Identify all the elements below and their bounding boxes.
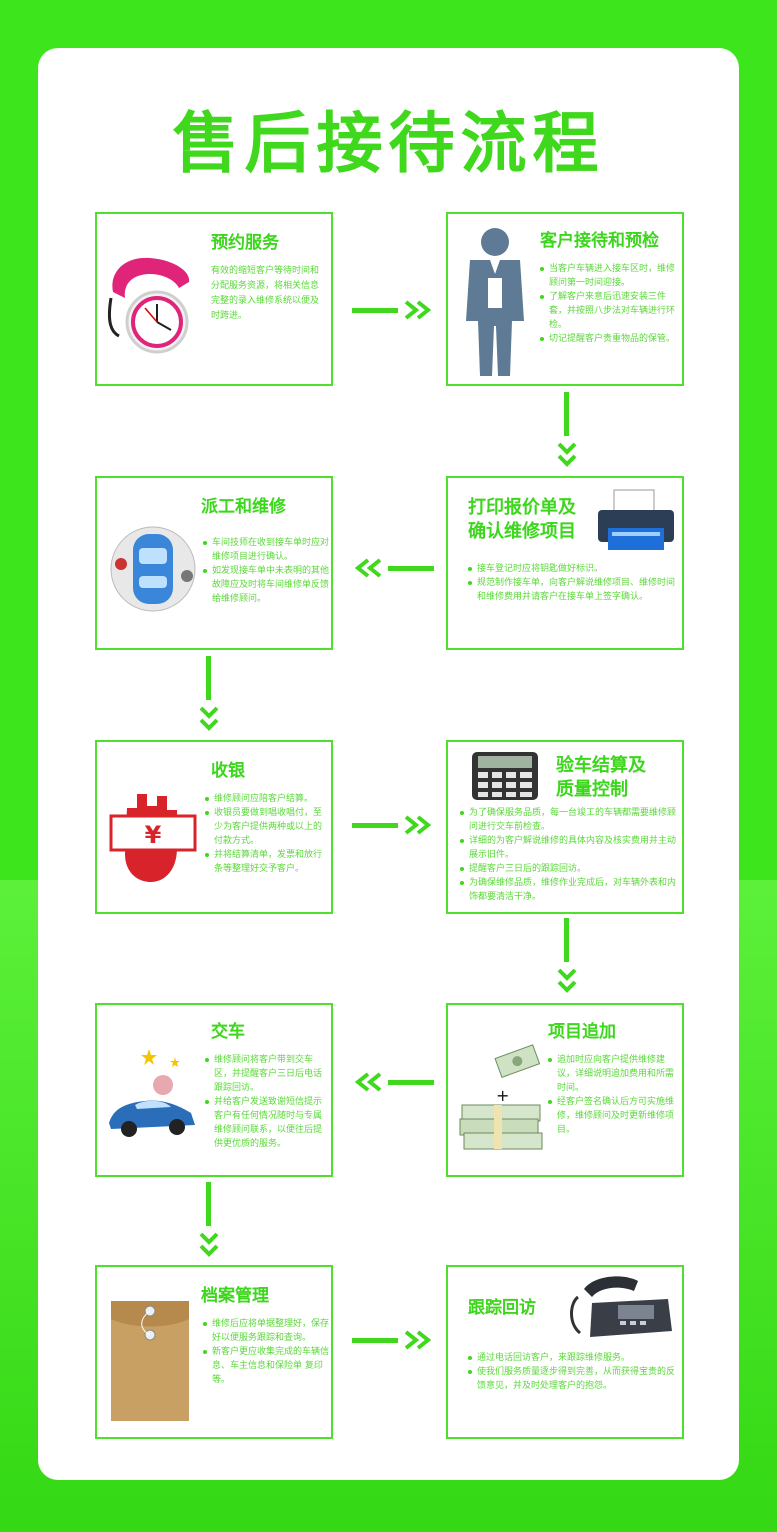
list-item: 维修后应将单据整理好，保存好以便服务跟踪和查询。 — [203, 1317, 329, 1345]
step-card-inspection: 验车结算及 质量控制 为了确保服务品质，每一台竣工的车辆都需要维修顾问进行交车前… — [446, 740, 684, 914]
page-title: 售后接待流程 — [172, 105, 605, 182]
arrow-right-icon — [352, 300, 432, 320]
desk-phone-icon — [570, 1276, 672, 1337]
list-item: 了解客户来意后迅速安装三件套，并按照八步法对车辆进行环检。 — [540, 290, 680, 332]
arrow-down-icon — [557, 918, 577, 993]
list-item: 新客户更应收集完成的车辆信息、车主信息和保险单 复印等。 — [203, 1345, 329, 1387]
step-list: 维修顾问将客户带到交车区，并提醒客户三日后电话跟踪回访。 并给客户发送致谢短信提… — [205, 1053, 329, 1151]
step-title-line2: 质量控制 — [556, 779, 628, 800]
step-title: 预约服务 — [211, 233, 279, 253]
list-item: 通过电话回访客户，来跟踪维修服务。 — [468, 1351, 680, 1365]
watermark-top — [0, 0, 777, 14]
list-item: 维修顾问应陪客户结算。 — [205, 792, 329, 806]
step-list: 车间技师在收到接车单时应对维修项目进行确认。 如发现接车单中未表明的其他故障应及… — [203, 536, 329, 606]
arrow-down-icon — [199, 656, 219, 731]
step-list: 维修后应将单据整理好，保存好以便服务跟踪和查询。 新客户更应收集完成的车辆信息、… — [203, 1317, 329, 1387]
step-card-followup: 跟踪回访 通过电话回访客户，来跟踪维修服务。 使我们服务质量逐步得到完善，从而获… — [446, 1265, 684, 1439]
list-item: 详细的为客户解说维修的具体内容及核实费用并主动展示旧件。 — [460, 834, 682, 862]
money-icon: + — [459, 1044, 543, 1150]
list-item: 维修顾问将客户带到交车区，并提醒客户三日后电话跟踪回访。 — [205, 1053, 329, 1095]
step-list: 通过电话回访客户，来跟踪维修服务。 使我们服务质量逐步得到完善，从而获得宝贵的反… — [468, 1351, 680, 1393]
arrow-left-icon — [354, 1072, 434, 1092]
list-item: 接车登记时应将钥匙做好标识。 — [468, 562, 680, 576]
step-card-dispatch: 派工和维修 车间技师在收到接车单时应对维修项目进行确认。 如发现接车单中未表明的… — [95, 476, 333, 650]
car-repair-icon — [110, 526, 196, 612]
step-title-line1: 验车结算及 — [556, 755, 646, 776]
envelope-icon — [111, 1301, 189, 1421]
step-list: 为了确保服务品质，每一台竣工的车辆都需要维修顾问进行交车前检查。 详细的为客户解… — [460, 806, 682, 904]
list-item: 提醒客户三日后的跟踪回访。 — [460, 862, 682, 876]
step-title-line2: 确认维修项目 — [468, 521, 576, 542]
watermark-bottom — [0, 1518, 777, 1532]
step-card-additional: 项目追加 + 追加时应向客户提供维修建议，详细说明追加费用和所需时间。 经客户签… — [446, 1003, 684, 1177]
step-title: 验车结算及 质量控制 — [556, 754, 646, 802]
list-item: 收银员要做到唱收唱付，至少为客户提供两种或以上的付款方式。 — [205, 806, 329, 848]
step-card-quotation: 打印报价单及 确认维修项目 接车登记时应将钥匙做好标识。 规范制作接车单，向客户… — [446, 476, 684, 650]
step-card-reception: 客户接待和预检 当客户车辆进入接车区时，维修顾问第一时间迎接。 了解客户来意后迅… — [446, 212, 684, 386]
step-card-appointment: 预约服务 有效的缩短客户等待时间和分配服务资源，将相关信息完整的录入维修系统以便… — [95, 212, 333, 386]
yen-sign: ¥ — [145, 821, 162, 849]
step-title: 打印报价单及 确认维修项目 — [468, 496, 576, 544]
arrow-down-icon — [557, 392, 577, 467]
list-item: 当客户车辆进入接车区时，维修顾问第一时间迎接。 — [540, 262, 680, 290]
step-text: 有效的缩短客户等待时间和分配服务资源，将相关信息完整的录入维修系统以便及时跨进。 — [211, 266, 320, 321]
list-item: 规范制作接车单，向客户解说维修项目、维修时间和维修费用并请客户在接车单上签字确认… — [468, 576, 680, 604]
arrow-right-icon — [352, 815, 432, 835]
step-card-archive: 档案管理 维修后应将单据整理好，保存好以便服务跟踪和查询。 新客户更应收集完成的… — [95, 1265, 333, 1439]
list-item: 使我们服务质量逐步得到完善，从而获得宝贵的反馈意见，并及时处理客户的抱怨。 — [468, 1365, 680, 1393]
step-title: 客户接待和预检 — [540, 231, 659, 251]
arrow-down-icon — [199, 1182, 219, 1257]
list-item: 追加时应向客户提供维修建议，详细说明追加费用和所需时间。 — [548, 1053, 680, 1095]
step-title-line1: 打印报价单及 — [468, 497, 576, 518]
list-item: 经客户签名确认后方可实施维修，维修顾问及时更新维修项目。 — [548, 1095, 680, 1137]
step-list: 接车登记时应将钥匙做好标识。 规范制作接车单，向客户解说维修项目、维修时间和维修… — [468, 562, 680, 604]
list-item: 并将结算清单，发票和放行条等整理好交予客户。 — [205, 848, 329, 876]
calculator-icon — [472, 752, 538, 800]
step-title: 档案管理 — [201, 1286, 269, 1306]
step-title: 派工和维修 — [201, 497, 286, 517]
list-item: 切记提醒客户贵重物品的保管。 — [540, 332, 680, 346]
list-item: 为了确保服务品质，每一台竣工的车辆都需要维修顾问进行交车前检查。 — [460, 806, 682, 834]
step-list: 当客户车辆进入接车区时，维修顾问第一时间迎接。 了解客户来意后迅速安装三件套，并… — [540, 262, 680, 346]
step-list: 维修顾问应陪客户结算。 收银员要做到唱收唱付，至少为客户提供两种或以上的付款方式… — [205, 792, 329, 876]
step-title: 交车 — [211, 1022, 245, 1042]
car-icon — [109, 1049, 195, 1137]
cashier-hand-icon: ¥ — [109, 794, 197, 882]
step-title: 收银 — [211, 761, 245, 781]
step-card-delivery: 交车 维修顾问将客户带到交车区，并提醒客户三日后电话跟踪回访。 并给客户发送致谢… — [95, 1003, 333, 1177]
arrow-right-icon — [352, 1330, 432, 1350]
printer-icon — [598, 489, 674, 550]
plus-sign: + — [496, 1086, 509, 1105]
step-list: 追加时应向客户提供维修建议，详细说明追加费用和所需时间。 经客户签名确认后方可实… — [548, 1053, 680, 1137]
arrow-left-icon — [354, 558, 434, 578]
step-title: 跟踪回访 — [468, 1298, 536, 1318]
list-item: 为确保维修品质，维修作业完成后，对车辆外表和内饰都要清洁干净。 — [460, 876, 682, 904]
step-card-cashier: ¥ 收银 维修顾问应陪客户结算。 收银员要做到唱收唱付，至少为客户提供两种或以上… — [95, 740, 333, 914]
list-item: 并给客户发送致谢短信提示客户有任何情况随时与专属维修顾问联系，以便往后提供更优质… — [205, 1095, 329, 1151]
telephone-clock-icon — [107, 257, 190, 354]
step-title: 项目追加 — [548, 1022, 616, 1042]
list-item: 车间技师在收到接车单时应对维修项目进行确认。 — [203, 536, 329, 564]
waiter-icon — [466, 228, 524, 376]
list-item: 如发现接车单中未表明的其他故障应及时将车间维修单反馈给维修顾问。 — [203, 564, 329, 606]
